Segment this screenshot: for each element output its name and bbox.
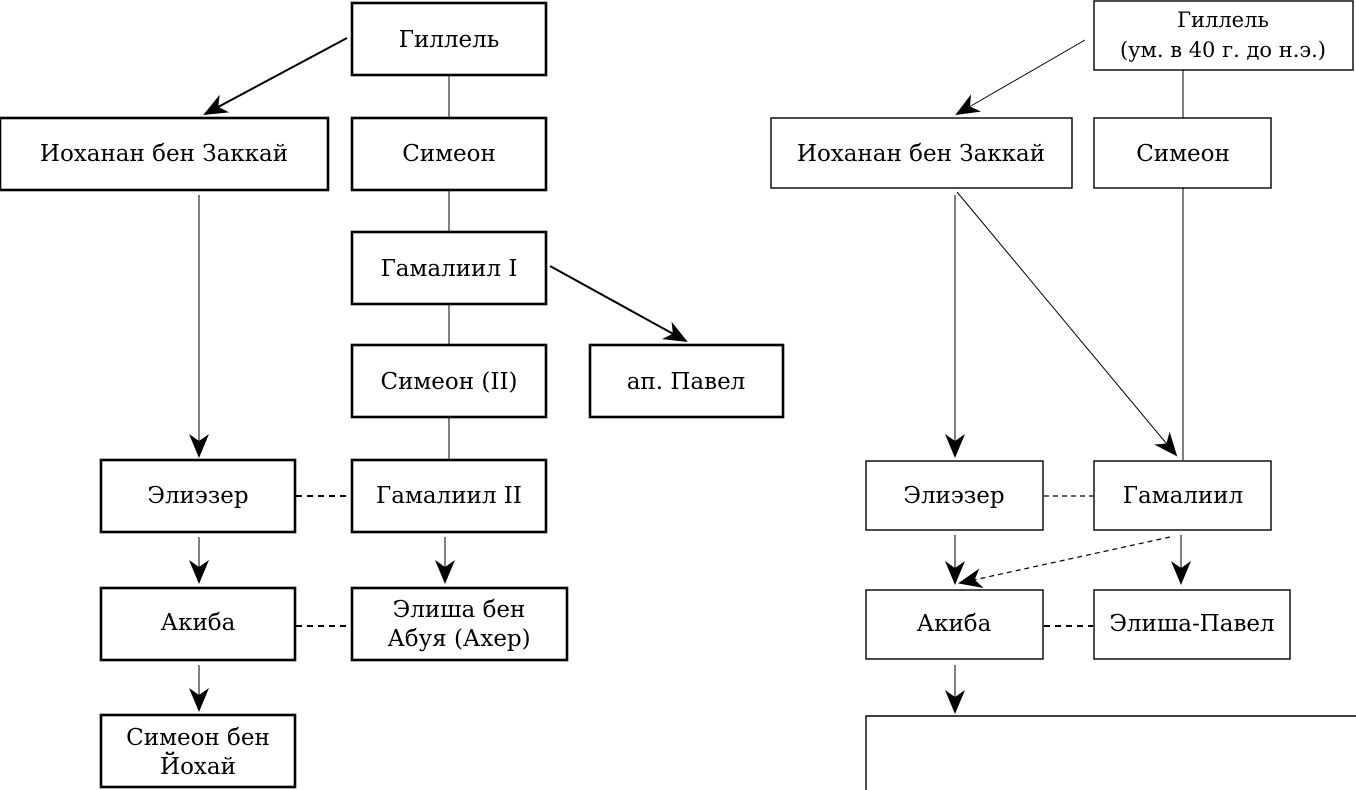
left-eliezer-label: Элиэзер bbox=[147, 483, 248, 509]
left-elisha-label-line2: Абуя (Ахер) bbox=[387, 626, 530, 652]
left-elisha-label-line1: Элиша бен bbox=[393, 597, 526, 623]
right-akiba-label: Акиба bbox=[917, 611, 992, 637]
right-box-bottom-partial bbox=[865, 715, 1356, 790]
left-simeon-label: Симеон bbox=[402, 141, 496, 167]
right-simeon-label: Симеон bbox=[1136, 141, 1230, 167]
left-simeon2-label: Симеон (II) bbox=[380, 369, 517, 395]
right-gamaliel-label: Гамалиил bbox=[1123, 483, 1243, 509]
left-box-simeon2: Симеон (II) bbox=[350, 343, 548, 419]
left-paul-label: ап. Павел bbox=[627, 369, 746, 395]
left-simeon-yohai-label-line1: Симеон бен bbox=[126, 725, 270, 751]
left-box-simeon-yohai: Симеон бен Йохай bbox=[99, 713, 297, 789]
left-box-simeon: Симеон bbox=[350, 116, 548, 192]
right-hillel-label-line2: (ум. в 40 г. до н.э.) bbox=[1120, 38, 1326, 62]
right-box-yohanan: Иоханан бен Заккай bbox=[770, 117, 1073, 189]
right-box-hillel: Гиллель (ум. в 40 г. до н.э.) bbox=[1093, 0, 1354, 71]
right-box-akiba: Акиба bbox=[865, 589, 1044, 660]
left-yohanan-label: Иоханан бен Заккай bbox=[40, 141, 288, 167]
left-box-gamaliel2: Гамалиил II bbox=[350, 458, 548, 534]
left-box-eliezer: Элиэзер bbox=[99, 458, 297, 534]
left-hillel-to-yohanan-arrow bbox=[203, 37, 348, 115]
right-hillel-label-line1: Гиллель bbox=[1177, 8, 1269, 32]
left-box-akiba: Акиба bbox=[99, 586, 297, 662]
left-gamaliel1-label: Гамалиил I bbox=[381, 256, 518, 282]
left-connectors bbox=[189, 37, 688, 712]
left-akiba-label: Акиба bbox=[161, 610, 236, 636]
left-hillel-label: Гиллель bbox=[399, 27, 500, 53]
left-box-hillel: Гиллель bbox=[350, 1, 548, 77]
right-box-elisha-paul: Элиша-Павел bbox=[1093, 589, 1291, 660]
right-box-eliezer: Элиэзер bbox=[865, 460, 1044, 531]
right-gamaliel-to-akiba-dashed-arrow bbox=[958, 536, 1171, 589]
right-connectors bbox=[945, 39, 1191, 714]
right-yohanan-label: Иоханан бен Заккай bbox=[797, 141, 1045, 167]
right-eliezer-label: Элиэзер bbox=[903, 483, 1004, 509]
left-box-elisha: Элиша бен Абуя (Ахер) bbox=[350, 586, 569, 662]
right-box-gamaliel: Гамалиил bbox=[1093, 460, 1272, 531]
left-box-paul: ап. Павел bbox=[588, 343, 785, 419]
left-gamaliel2-label: Гамалиил II bbox=[376, 483, 522, 509]
right-yohanan-to-gamaliel-arrow bbox=[956, 191, 1178, 457]
right-elisha-paul-label: Элиша-Павел bbox=[1109, 611, 1274, 637]
left-simeon-yohai-label-line2: Йохай bbox=[160, 752, 236, 780]
right-box-simeon: Симеон bbox=[1093, 117, 1272, 189]
left-box-gamaliel1: Гамалиил I bbox=[350, 230, 548, 306]
left-box-yohanan: Иоханан бен Заккай bbox=[0, 116, 330, 192]
left-gamaliel1-to-paul-arrow bbox=[549, 265, 688, 342]
right-hillel-to-yohanan-arrow bbox=[955, 39, 1086, 116]
